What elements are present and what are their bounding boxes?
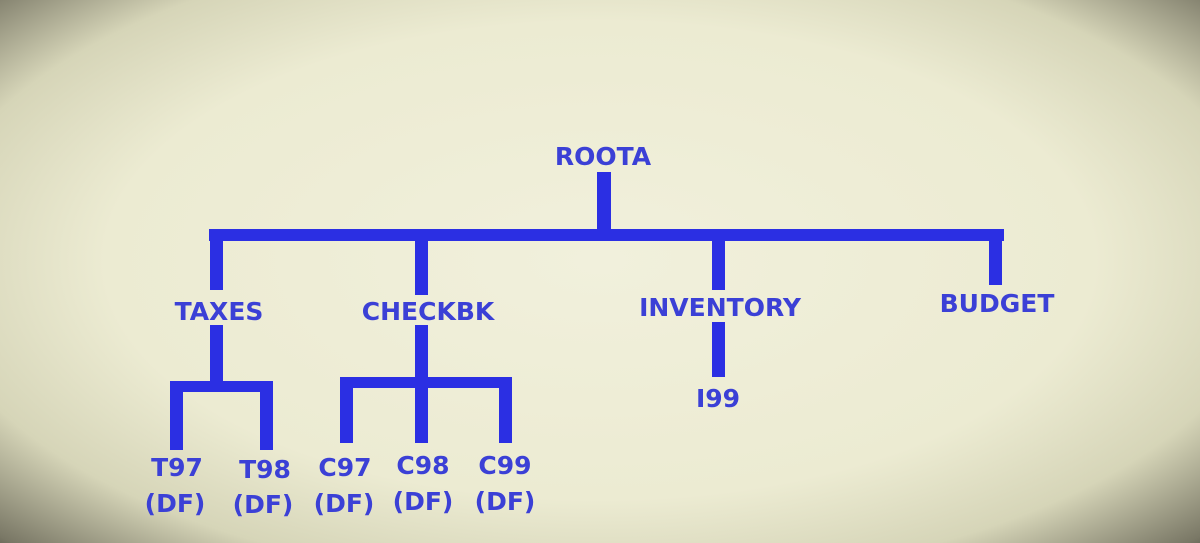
node-c98-note: (DF): [393, 487, 454, 516]
node-inventory: INVENTORY: [639, 293, 802, 322]
taxes-bar: [170, 381, 273, 392]
node-taxes: TAXES: [175, 297, 264, 326]
inventory-stem: [712, 322, 725, 377]
node-c99-note: (DF): [475, 487, 536, 516]
node-budget: BUDGET: [940, 289, 1055, 318]
t97-drop: [170, 385, 183, 450]
taxes-drop: [210, 235, 223, 290]
node-c97-note: (DF): [314, 489, 375, 518]
c97-drop: [340, 380, 353, 443]
node-t97-note: (DF): [145, 489, 206, 518]
node-checkbk: CHECKBK: [362, 297, 496, 326]
node-c98: C98: [396, 451, 449, 480]
taxes-stem: [210, 325, 223, 385]
node-t98-note: (DF): [233, 490, 294, 519]
node-c99: C99: [478, 451, 531, 480]
node-roota: ROOTA: [555, 142, 652, 171]
node-t98: T98: [239, 455, 291, 484]
budget-drop: [989, 235, 1002, 285]
checkbk-stem: [415, 325, 428, 385]
connector-lines: [170, 172, 1004, 450]
node-c97: C97: [318, 453, 371, 482]
node-t97: T97: [151, 453, 203, 482]
inventory-drop: [712, 235, 725, 290]
t98-drop: [260, 385, 273, 450]
node-i99: I99: [696, 384, 740, 413]
root-stem: [597, 172, 611, 234]
checkbk-drop: [415, 235, 428, 295]
c99-drop: [499, 380, 512, 443]
level1-bar: [209, 229, 1004, 241]
c98-drop: [415, 380, 428, 443]
